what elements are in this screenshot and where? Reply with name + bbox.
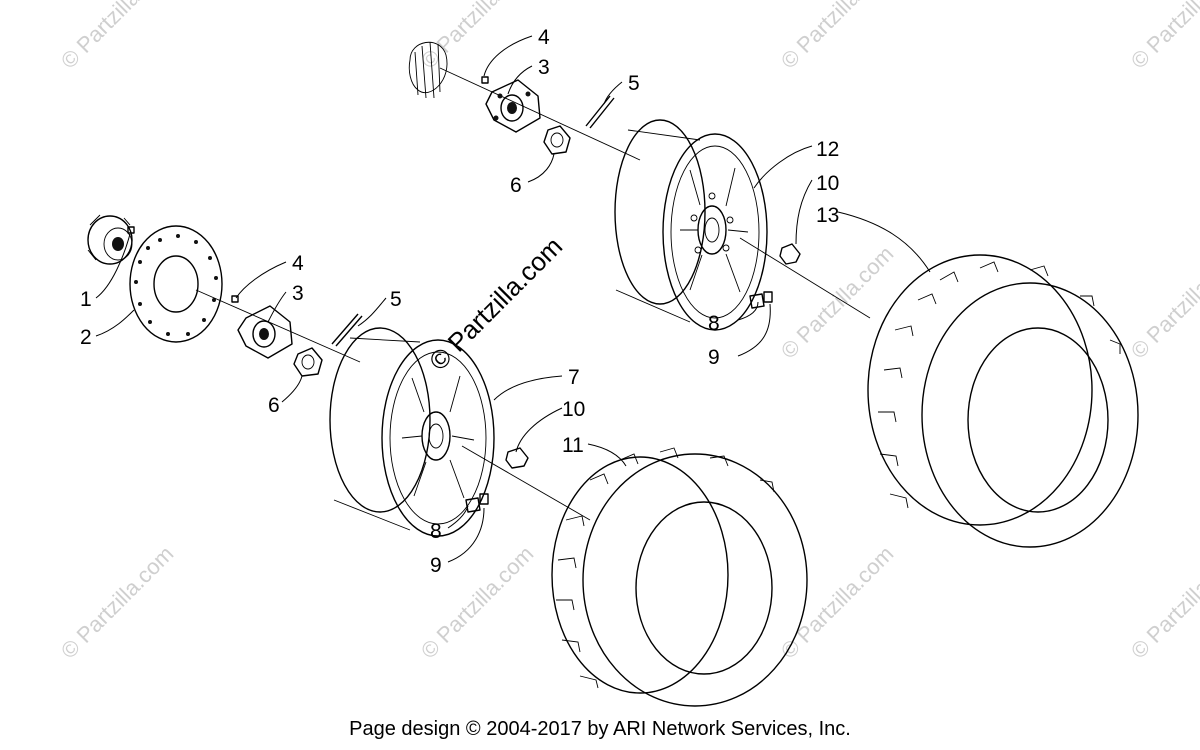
bolt-rear [481,76,489,84]
callout-4-rear: 4 [538,26,550,49]
watermark-tile: © Partzilla.com [416,0,539,74]
watermark-tile: © Partzilla.com [776,0,899,74]
watermark-tiles: © Partzilla.com © Partzilla.com © Partzi… [56,0,1200,664]
callout-13: 13 [816,204,839,227]
bearing-front [87,214,133,265]
bolt-front-2 [231,295,239,303]
callout-10-front: 10 [562,398,585,421]
wheel-front [329,327,495,537]
footer-copyright: Page design © 2004-2017 by ARI Network S… [349,718,851,740]
watermark-tile: © Partzilla.com [56,0,179,74]
cotter-pin-front [331,313,363,347]
hub-rear [485,79,541,133]
watermark-tile: © Partzilla.com [1126,241,1200,364]
tire-rear [867,254,1139,548]
wheel-rear [614,119,768,331]
callout-3-rear: 3 [538,56,550,79]
watermark-tile: © Partzilla.com [1126,541,1200,664]
callout-9-front: 9 [430,554,442,577]
leader-lines [95,35,931,563]
tire-front [551,447,808,707]
callout-11: 11 [562,434,584,457]
watermark-tile: © Partzilla.com [56,541,179,664]
brake-disc-front [129,225,223,343]
axis-line [739,237,871,319]
callout-2: 2 [80,326,92,349]
callout-4-front: 4 [292,252,304,275]
watermark-tile: © Partzilla.com [776,241,899,364]
callout-1: 1 [80,288,92,311]
callout-8-front: 8 [430,520,442,543]
callout-3-front: 3 [292,282,304,305]
callout-5-rear: 5 [628,72,640,95]
diagram-canvas: © Partzilla.com © Partzilla.com © Partzi… [56,0,1200,707]
callout-6-rear: 6 [510,174,522,197]
callout-6-front: 6 [268,394,280,417]
lug-nut-front [505,447,529,469]
castle-nut-rear [543,125,571,155]
watermark-tile: © Partzilla.com [1126,0,1200,74]
axis-line [195,289,361,363]
callout-12: 12 [816,138,839,161]
cotter-pin-rear [585,95,615,129]
bolt-front-1 [127,226,135,234]
callout-10-rear: 10 [816,172,839,195]
watermark-tile: © Partzilla.com [776,541,899,664]
callout-numbers: 4 3 5 6 12 10 13 8 9 1 2 4 3 5 6 7 10 11… [80,26,839,577]
axis-line [461,445,591,521]
callout-8-rear: 8 [708,312,720,335]
lug-nut-rear [779,243,801,265]
valve-stem-rear [749,291,773,309]
watermark-center: © Partzilla.com [423,231,568,376]
castle-nut-front [293,347,323,377]
callout-5-front: 5 [390,288,402,311]
callout-9-rear: 9 [708,346,720,369]
hub-front [237,305,293,359]
callout-7: 7 [568,366,580,389]
